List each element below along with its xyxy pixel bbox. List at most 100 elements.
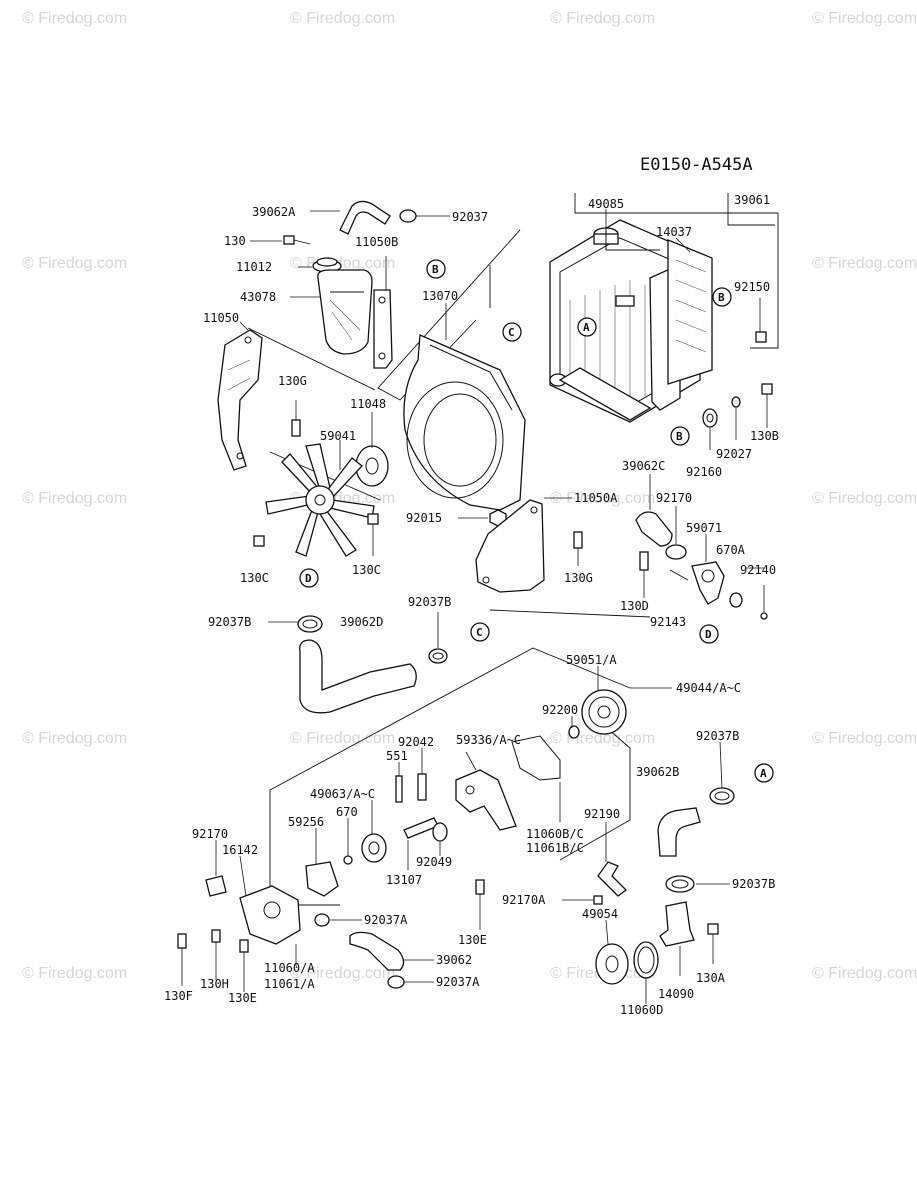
bolt-130A — [707, 923, 719, 964]
clamp-92037A-a — [314, 913, 330, 927]
bolt-130E-a — [475, 879, 485, 930]
impeller-59256 — [305, 861, 339, 897]
callout-C1: C — [502, 322, 522, 342]
label: 11061/A — [264, 977, 315, 991]
seal-92049 — [432, 822, 448, 842]
watermark: © Firedog.com — [290, 965, 396, 982]
pin-551 — [395, 775, 403, 803]
hose-39062C — [635, 511, 673, 547]
svg-text:D: D — [305, 572, 312, 585]
label: 92037B — [732, 877, 775, 891]
clamp-92170-right — [665, 544, 687, 560]
label: 92027 — [716, 447, 752, 461]
svg-text:C: C — [508, 326, 515, 339]
svg-text:B: B — [676, 430, 683, 443]
bolt-130-top — [283, 235, 311, 245]
callout-D1: D — [299, 568, 319, 588]
gasket-11060B — [511, 735, 561, 781]
label: 11060/A — [264, 961, 315, 975]
pipe-92190 — [597, 861, 627, 897]
label: 92037B — [208, 615, 251, 629]
part-labels: 39062A 92037 130 11050B 11012 43078 1307… — [164, 193, 779, 1017]
watermark: © Firedog.com — [812, 965, 917, 982]
svg-text:B: B — [432, 263, 439, 276]
label: 92190 — [584, 807, 620, 821]
reservoir-tank-43078 — [317, 269, 373, 355]
fan-shroud-13070 — [403, 334, 526, 511]
watermark: © Firedog.com — [290, 730, 396, 747]
impeller-49063 — [361, 833, 387, 863]
label: 92140 — [740, 563, 776, 577]
label: 92037B — [408, 595, 451, 609]
bracket-11050B — [373, 289, 393, 369]
bolt-130B — [761, 383, 773, 428]
label: 130F — [164, 989, 193, 1003]
label: 59256 — [288, 815, 324, 829]
watermark: © Firedog.com — [22, 10, 128, 27]
hose-39062A — [339, 200, 391, 235]
label: 92150 — [734, 280, 770, 294]
label: 92200 — [542, 703, 578, 717]
watermark: © Firedog.com — [812, 255, 917, 272]
watermark: © Firedog.com — [550, 490, 656, 507]
label: 92015 — [406, 511, 442, 525]
callout-C2: C — [470, 622, 490, 642]
water-pump-59336 — [455, 769, 517, 831]
clamp-92037-top — [399, 209, 450, 223]
svg-text:D: D — [705, 628, 712, 641]
callout-D2: D — [699, 624, 719, 644]
label: 11048 — [350, 397, 386, 411]
cover-14090 — [659, 901, 695, 976]
label: 92143 — [650, 615, 686, 629]
callout-B2: B — [712, 287, 732, 307]
label: 92037B — [696, 729, 739, 743]
callout-B1: B — [426, 259, 446, 279]
label: 14037 — [656, 225, 692, 239]
label: 59336/A~C — [456, 733, 521, 747]
screen-14037 — [667, 239, 713, 385]
clamp-92170-left — [205, 875, 227, 897]
label: 92037A — [364, 913, 408, 927]
label: 130E — [458, 933, 487, 947]
diagram-code: E0150-A545A — [640, 155, 753, 175]
cap-11012 — [312, 257, 342, 273]
label: 39062A — [252, 205, 296, 219]
bracket-11050 — [217, 329, 263, 471]
label: 59051/A — [566, 653, 617, 667]
label: 11012 — [236, 260, 272, 274]
label: 49054 — [582, 907, 618, 921]
watermark: © Firedog.com — [22, 730, 128, 747]
watermark: © Firedog.com — [290, 10, 396, 27]
label: 130C — [352, 563, 381, 577]
svg-text:C: C — [476, 626, 483, 639]
bolt-130D — [639, 551, 649, 571]
callouts: B A C B B D D C A — [299, 259, 774, 783]
label: 16142 — [222, 843, 258, 857]
pulley-49054 — [595, 943, 629, 985]
label: 59071 — [686, 521, 722, 535]
callout-A1: A — [577, 317, 597, 337]
label: 670 — [336, 805, 358, 819]
bolt-130C-a — [253, 535, 265, 547]
gear-59051 — [581, 689, 627, 735]
label: 670A — [716, 543, 746, 557]
label: 43078 — [240, 290, 276, 304]
label: 39062D — [340, 615, 383, 629]
svg-text:A: A — [760, 767, 767, 780]
bolt-130F — [177, 933, 187, 986]
label: 11050A — [574, 491, 618, 505]
callout-B3: B — [670, 426, 690, 446]
sensor-92140 — [760, 585, 768, 620]
bolt-130H — [211, 929, 221, 980]
o-ring-670 — [343, 855, 353, 865]
label: 13107 — [386, 873, 422, 887]
label: 92049 — [416, 855, 452, 869]
label: 49044/A~C — [676, 681, 741, 695]
label: 39062 — [436, 953, 472, 967]
hose-39062 — [349, 931, 405, 971]
clamp-92037B-lower-right — [665, 875, 695, 893]
label: 92170A — [502, 893, 546, 907]
label: 11050B — [355, 235, 398, 249]
washer-92200 — [568, 725, 580, 739]
